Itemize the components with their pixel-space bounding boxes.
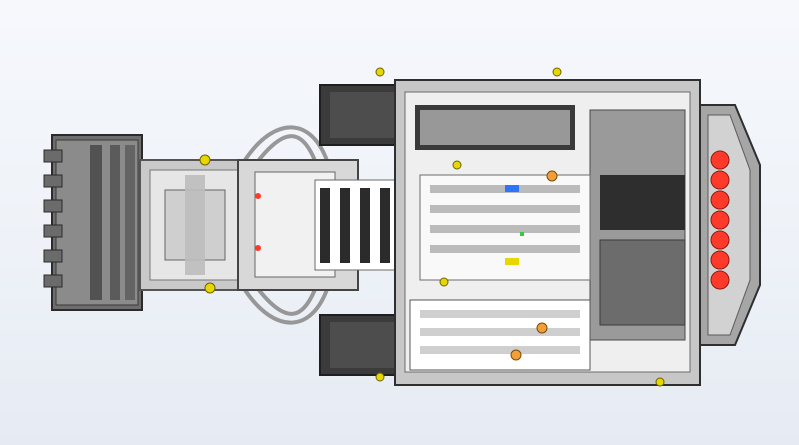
red-light bbox=[710, 210, 730, 230]
tracks bbox=[319, 84, 406, 376]
red-light bbox=[710, 230, 730, 250]
red-lights bbox=[710, 150, 730, 290]
front-bucket bbox=[43, 134, 143, 311]
red-light bbox=[710, 150, 730, 170]
red-light bbox=[710, 190, 730, 210]
mid-chassis bbox=[237, 159, 416, 291]
red-light bbox=[710, 270, 730, 290]
yellow-pins bbox=[375, 67, 665, 387]
rear-nose bbox=[699, 104, 761, 346]
front-arm bbox=[139, 154, 251, 294]
main-body bbox=[394, 79, 746, 386]
red-light bbox=[710, 250, 730, 270]
red-light bbox=[710, 170, 730, 190]
